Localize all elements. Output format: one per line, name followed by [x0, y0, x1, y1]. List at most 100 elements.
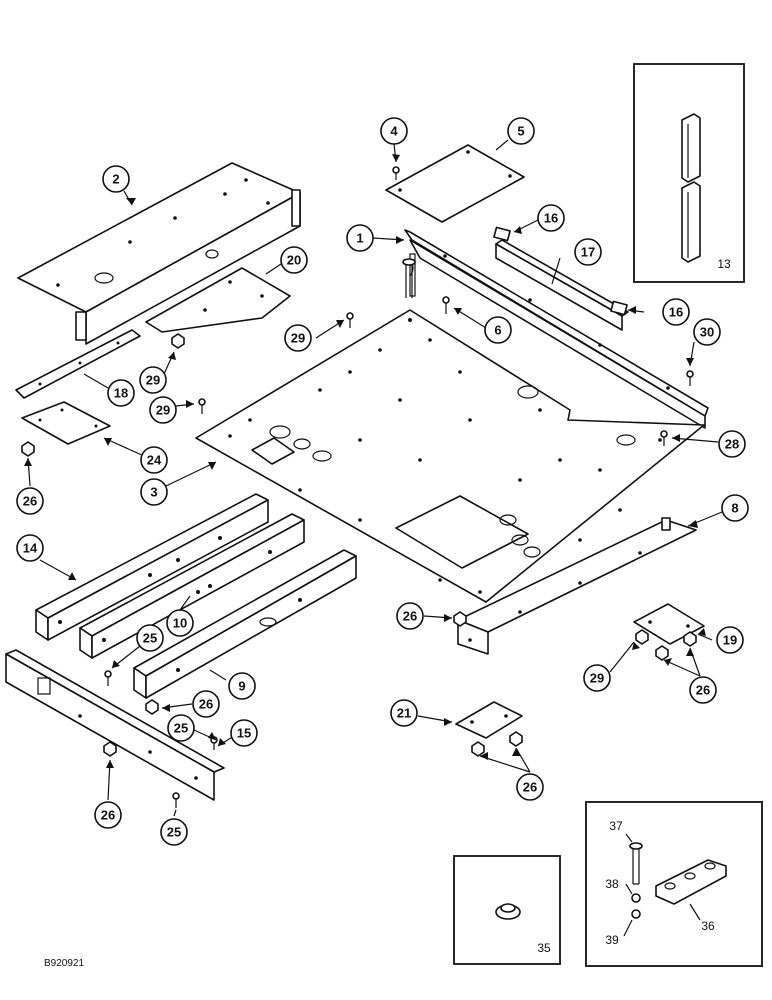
- callout-27-lower: 29: [149, 396, 177, 424]
- callout-26-right: 26: [689, 676, 717, 704]
- bolt-6: [442, 296, 450, 314]
- callout-15: 15: [230, 719, 258, 747]
- svg-text:4: 4: [390, 124, 398, 139]
- callout-26-bottom-right: 26: [516, 773, 544, 801]
- callout-25-a: 25: [136, 624, 164, 652]
- svg-text:9: 9: [238, 679, 245, 694]
- part-16-block-upper: [493, 226, 511, 242]
- svg-text:25: 25: [174, 721, 188, 736]
- svg-text:29: 29: [291, 331, 305, 346]
- part-37-bolt: [629, 842, 643, 885]
- inset-35: 35: [453, 855, 561, 965]
- svg-text:29: 29: [156, 403, 170, 418]
- part-18-strap: [15, 329, 141, 399]
- label-36: 36: [701, 919, 715, 933]
- callout-6: 6: [484, 316, 512, 344]
- arrowheads: [24, 154, 706, 768]
- callout-26-left: 26: [16, 487, 44, 515]
- svg-text:16: 16: [669, 305, 683, 320]
- part-35-grommet: [495, 903, 521, 920]
- part-9-channel: [133, 549, 357, 699]
- part-17-long-strip: [495, 239, 629, 331]
- bolt-30: [686, 370, 694, 386]
- callout-29-lower: 29: [583, 664, 611, 692]
- callout-17: 17: [574, 238, 602, 266]
- svg-text:2: 2: [112, 172, 119, 187]
- callout-16-lower: 16: [662, 298, 690, 326]
- part-14-channel: [35, 493, 269, 641]
- label-39: 39: [605, 933, 619, 947]
- part-3-floor-plate: [195, 309, 705, 603]
- part-21-bracket-plate: [455, 701, 523, 739]
- svg-text:26: 26: [523, 780, 537, 795]
- callout-30: 30: [693, 318, 721, 346]
- callout-19: 19: [716, 626, 744, 654]
- svg-text:17: 17: [581, 245, 595, 260]
- inset-13: 13: [633, 63, 745, 283]
- svg-text:1: 1: [356, 231, 363, 246]
- part-2-channel-plate: [17, 162, 301, 345]
- callout-14: 14: [16, 534, 44, 562]
- part-38-washer: [631, 893, 641, 903]
- svg-text:15: 15: [237, 726, 251, 741]
- callout-16-upper: 16: [537, 204, 565, 232]
- callout-4: 4: [380, 117, 408, 145]
- svg-text:25: 25: [167, 825, 181, 840]
- svg-text:25: 25: [143, 631, 157, 646]
- part-8-angle-rail: [457, 517, 697, 655]
- bolt-27-upper: [346, 312, 354, 328]
- bolt-25-c: [172, 792, 180, 808]
- part-16-block-lower: [610, 300, 628, 316]
- callout-21: 21: [390, 699, 418, 727]
- svg-text:14: 14: [23, 541, 38, 556]
- label-37: 37: [609, 819, 623, 833]
- callout-25-b: 25: [167, 714, 195, 742]
- callout-9: 9: [228, 672, 256, 700]
- bolt-28: [660, 430, 668, 446]
- svg-text:21: 21: [397, 706, 411, 721]
- bolt-4: [392, 166, 400, 180]
- callout-8: 8: [721, 494, 749, 522]
- bolt-27-lower: [198, 398, 206, 414]
- callout-1: 1: [346, 224, 374, 252]
- callout-28: 28: [718, 430, 746, 458]
- inset-36: 37 38 39 36: [585, 801, 763, 967]
- part-10-channel: [79, 513, 305, 659]
- part-1-angle-rail: [404, 229, 709, 429]
- callout-29-upper: 29: [139, 366, 167, 394]
- part-5-cover-plate: [385, 144, 525, 223]
- svg-text:29: 29: [590, 671, 604, 686]
- callout-26-center: 26: [396, 602, 424, 630]
- part-13-strip-upper: [681, 113, 701, 183]
- svg-text:16: 16: [544, 211, 558, 226]
- svg-text:3: 3: [150, 485, 157, 500]
- svg-text:26: 26: [199, 697, 213, 712]
- callout-26-bottom-left: 26: [94, 801, 122, 829]
- svg-text:24: 24: [147, 453, 162, 468]
- callout-10: 10: [166, 609, 194, 637]
- part-24-plate: [21, 401, 111, 445]
- part-20-gusset-plate: [145, 267, 291, 333]
- callout-25-c: 25: [160, 818, 188, 846]
- inset-13-label: 13: [717, 257, 731, 271]
- svg-text:19: 19: [723, 633, 737, 648]
- part-15-long-rail: [5, 649, 225, 801]
- callout-26-mid: 26: [192, 690, 220, 718]
- callout-18: 18: [107, 379, 135, 407]
- callout-5: 5: [507, 117, 535, 145]
- svg-text:26: 26: [403, 609, 417, 624]
- svg-text:26: 26: [23, 494, 37, 509]
- svg-text:30: 30: [700, 325, 714, 340]
- callout-24: 24: [140, 446, 168, 474]
- bolt-25-a: [104, 670, 112, 686]
- part-13-strip-lower: [681, 181, 701, 263]
- svg-text:5: 5: [517, 124, 524, 139]
- label-38: 38: [605, 877, 619, 891]
- svg-text:20: 20: [287, 253, 301, 268]
- callout-27-upper: 29: [284, 324, 312, 352]
- svg-text:26: 26: [101, 808, 115, 823]
- inset-35-label: 35: [537, 941, 551, 955]
- callout-20: 20: [280, 246, 308, 274]
- svg-text:18: 18: [114, 386, 128, 401]
